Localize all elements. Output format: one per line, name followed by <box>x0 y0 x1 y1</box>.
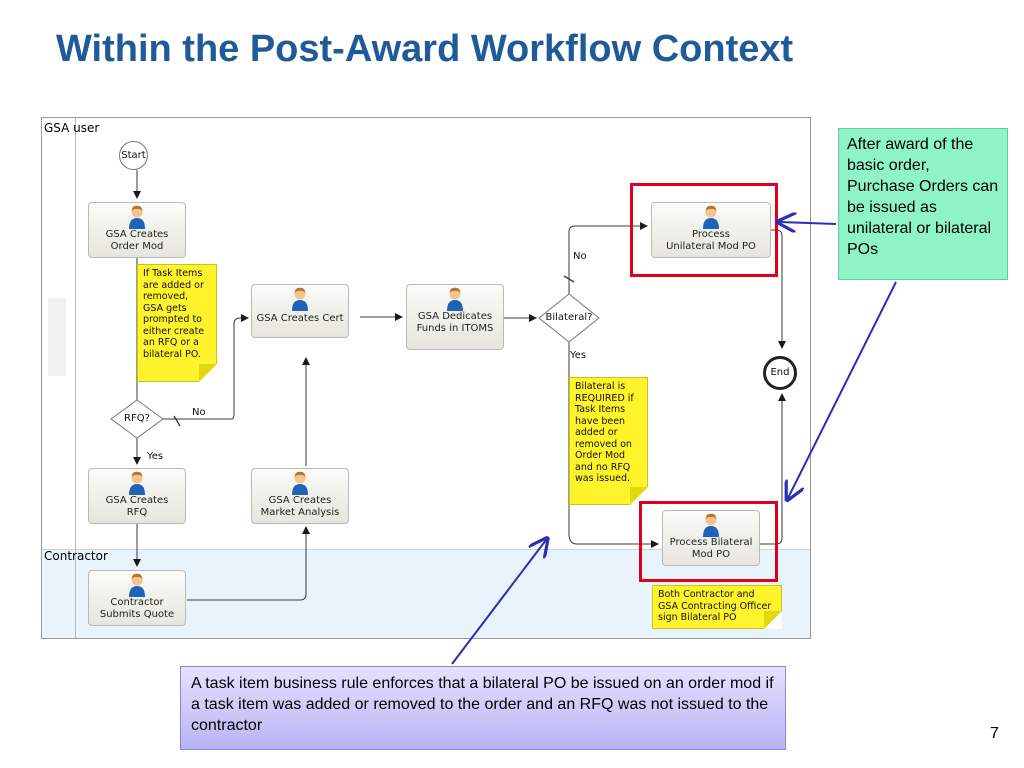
note-text: Both Contractor and GSA Contracting Offi… <box>658 589 772 623</box>
workflow-diagram: GSA user Contractor <box>41 117 811 639</box>
flow-bilateral-no <box>568 222 648 294</box>
rfq-gateway <box>110 399 164 439</box>
lane-header-line <box>75 118 76 638</box>
task-gsa-creates-order-mod[interactable]: GSA Creates Order Mod <box>88 202 186 258</box>
rfq-gateway-diamond <box>110 399 164 439</box>
task-label: GSA Creates RFQ <box>105 495 169 518</box>
flow-rfq-no-to-cert <box>163 314 249 420</box>
default-flow-mark-bilateral <box>563 275 575 283</box>
note-fold-icon <box>199 364 217 382</box>
task-label: GSA Dedicates Funds in ITOMS <box>416 311 494 334</box>
bilateral-yes-label: Yes <box>570 350 587 361</box>
person-icon <box>703 205 719 229</box>
task-gsa-creates-rfq[interactable]: GSA Creates RFQ <box>88 468 186 524</box>
person-icon <box>703 513 719 537</box>
task-gsa-creates-cert[interactable]: GSA Creates Cert <box>251 284 349 338</box>
task-gsa-dedicates-funds[interactable]: GSA Dedicates Funds in ITOMS <box>406 284 504 350</box>
rfq-no-label: No <box>192 407 206 418</box>
task-contractor-submits-quote[interactable]: Contractor Submits Quote <box>88 570 186 626</box>
arrow-icon <box>780 222 837 224</box>
rfq-gateway-label: RFQ? <box>124 413 150 424</box>
task-label: GSA Creates Order Mod <box>105 229 169 252</box>
person-icon <box>129 573 145 597</box>
bilateral-gateway-label: Bilateral? <box>545 312 593 323</box>
task-label: GSA Creates Cert <box>256 313 344 324</box>
note-fold-icon <box>630 487 648 505</box>
note-task-items: If Task Items are added or removed, GSA … <box>137 264 217 382</box>
arrow-icon <box>451 540 546 665</box>
person-icon <box>129 205 145 229</box>
page-number: 7 <box>990 725 999 742</box>
flow-quote-to-market <box>187 526 310 601</box>
slide-title: Within the Post-Award Workflow Context <box>56 28 794 70</box>
task-gsa-creates-market-analysis[interactable]: GSA Creates Market Analysis <box>251 468 349 524</box>
person-icon <box>292 471 308 495</box>
rfq-yes-label: Yes <box>147 451 164 462</box>
task-label: Contractor Submits Quote <box>99 597 175 620</box>
note-fold-icon <box>764 611 782 629</box>
flow-bilateral-yes <box>568 342 659 548</box>
note-text: If Task Items are added or removed, GSA … <box>143 268 205 360</box>
person-icon <box>447 287 463 311</box>
note-both-sign: Both Contractor and GSA Contracting Offi… <box>652 585 782 629</box>
default-flow-mark-rfq <box>173 415 181 427</box>
bilateral-no-label: No <box>573 251 587 262</box>
task-label: GSA Creates Market Analysis <box>260 495 340 518</box>
person-icon <box>129 471 145 495</box>
task-process-unilateral-mod-po[interactable]: Process Unilateral Mod PO <box>651 202 771 258</box>
lane-label-contractor: Contractor <box>44 549 108 563</box>
task-label: Process Bilateral Mod PO <box>669 537 753 560</box>
note-bilateral-required: Bilateral is REQUIRED if Task Items have… <box>569 377 648 505</box>
task-label: Process Unilateral Mod PO <box>666 229 756 252</box>
lane-stripe <box>48 298 66 376</box>
start-event: Start <box>119 141 148 170</box>
lane-label-gsa-user: GSA user <box>44 121 100 135</box>
callout-purchase-orders: After award of the basic order, Purchase… <box>838 128 1008 280</box>
arrow-icon <box>788 281 897 498</box>
bilateral-gateway-diamond <box>538 293 600 343</box>
person-icon <box>292 287 308 311</box>
bilateral-gateway <box>538 293 600 343</box>
callout-business-rule: A task item business rule enforces that … <box>180 666 786 750</box>
lane-divider <box>42 549 810 550</box>
highlight-bilateral <box>639 501 778 582</box>
end-event: End <box>763 356 797 390</box>
note-text: Bilateral is REQUIRED if Task Items have… <box>575 381 634 484</box>
task-process-bilateral-mod-po[interactable]: Process Bilateral Mod PO <box>662 510 760 566</box>
